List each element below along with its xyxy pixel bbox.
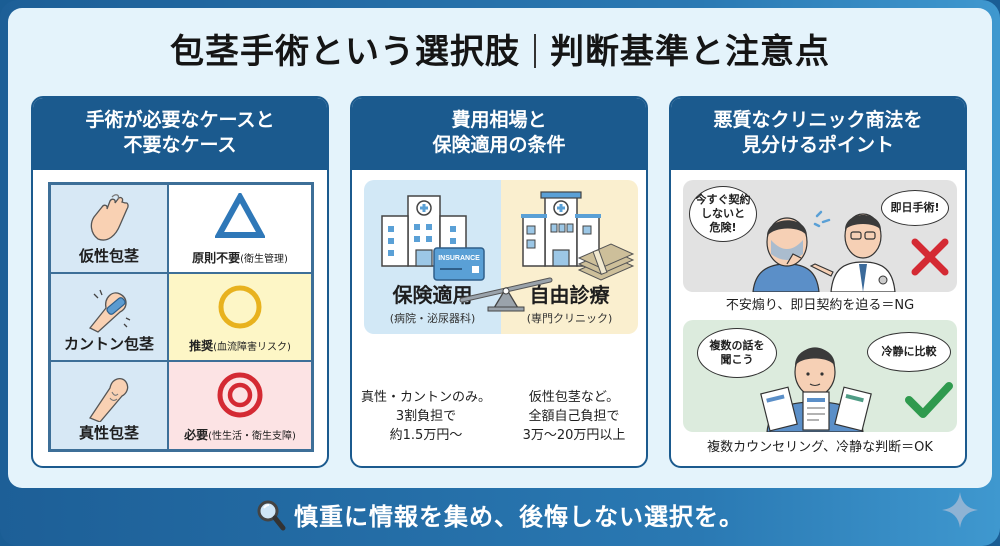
type-label: 仮性包茎 [78,246,139,265]
category-sub: (病院・泌尿器科) [389,312,476,325]
panel-heading: 手術が必要なケースと 不要なケース [33,98,327,170]
type-label: カントン包茎 [63,335,154,354]
desc-line: 真性・カントンのみ。 [360,390,491,405]
ng-scene: 今すぐ契約 しないと 危険! 即日手術! [683,180,957,292]
heading-line: 悪質なクリニック商法を [713,109,923,131]
page-title: 包茎手術という選択肢判断基準と注意点 [0,24,1000,73]
comparing-documents-illustration [760,347,953,432]
footer-banner: 慎重に情報を集め、後悔しない選択を。 [0,492,1000,546]
title-separator [534,34,536,68]
panel-heading: 費用相場と 保険適用の条件 [352,98,646,170]
ok-caption: 複数カウンセリング、冷静な判断＝OK [707,440,933,455]
speech-bubble-compare-calmly: 冷静に比較 [867,332,951,372]
category-label: 保険適用 [392,283,473,307]
verdict-label: 推奨(血流障害リスク) [189,339,291,354]
verdict-label: 必要(性生活・衛生支障) [184,427,296,442]
heading-line: 保険適用の条件 [432,134,566,156]
title-right: 判断基準と注意点 [550,32,830,72]
type-label: 真性包茎 [78,423,139,442]
double-circle-icon [217,372,263,418]
verdict-cell: 必要(性生活・衛生支障) [168,361,312,450]
desc-line: 約1.5万円〜 [389,428,463,443]
cost-comparison: INSURANCE 保険適用 (病院・泌尿器科) [364,180,638,334]
speech-bubble-same-day-surgery: 即日手術! [881,190,949,226]
category-label: 自由診療 [529,283,610,307]
hand-gesture-icon [90,194,129,241]
heading-line: 手術が必要なケースと [85,109,275,131]
ng-caption: 不安煽り、即日契約を迫る＝NG [725,298,915,313]
clinic-money-icon [521,191,635,281]
circle-icon [218,285,262,329]
verdict-cell: 推奨(血流障害リスク) [168,272,312,362]
category-sub: (専門クリニック) [526,312,613,325]
panel-cost-insurance: 費用相場と 保険適用の条件 INSURANCE [350,96,648,468]
heading-line: 不要なケース [123,134,237,156]
phimosis-ring-icon [88,289,131,333]
self-pay-description: 仮性包茎など。 全額自己負担で 3万〜20万円以上 [500,388,646,445]
verdict-cell: 原則不要(衛生管理) [168,184,312,273]
triangle-icon [215,193,265,238]
speech-bubble-multiple-opinions: 複数の話を 聞こう [697,328,777,378]
panel-heading: 悪質なクリニック商法を 見分けるポイント [671,98,965,170]
insurance-description: 真性・カントンのみ。 3割負担で 約1.5万円〜 [352,388,500,445]
hospital-insurance-icon: INSURANCE [381,195,485,281]
desc-line: 仮性包茎など。 [528,390,620,405]
table-row-type: 仮性包茎 [50,184,168,273]
table-row-type: カントン包茎 [50,272,168,362]
svg-text:INSURANCE: INSURANCE [438,255,480,262]
ok-scene: 複数の話を 聞こう 冷静に比較 [683,320,957,432]
heading-line: 見分けるポイント [741,134,894,156]
panel-bad-clinic-signs: 悪質なクリニック商法を 見分けるポイント 今すぐ契約 [669,96,967,468]
verdict-label: 原則不要(衛生管理) [192,250,288,265]
panel-surgery-necessity: 手術が必要なケースと 不要なケース 仮性包茎 原則不要(衛生管理) カントン包茎 [31,96,329,468]
heading-line: 費用相場と [451,109,547,131]
seesaw-scale-icon [459,277,553,312]
footer-message: 慎重に情報を集め、後悔しない選択を。 [294,503,744,531]
desc-line: 3万〜20万円以上 [522,428,626,443]
finger-illustration-icon [89,378,129,423]
necessity-table: 仮性包茎 原則不要(衛生管理) カントン包茎 推奨(血流障害リスク) [48,182,314,452]
magnifier-icon [257,500,286,531]
pressured-patient-illustration [752,210,949,292]
speech-bubble-pressure: 今すぐ契約 しないと 危険! [689,186,757,242]
desc-line: 全額自己負担で [528,409,620,424]
sparkle-icon [942,492,978,528]
title-left: 包茎手術という選択肢 [170,32,520,72]
insurance-side: INSURANCE 保険適用 (病院・泌尿器科) [364,180,501,334]
table-row-type: 真性包茎 [50,361,168,450]
desc-line: 3割負担で [395,409,457,424]
